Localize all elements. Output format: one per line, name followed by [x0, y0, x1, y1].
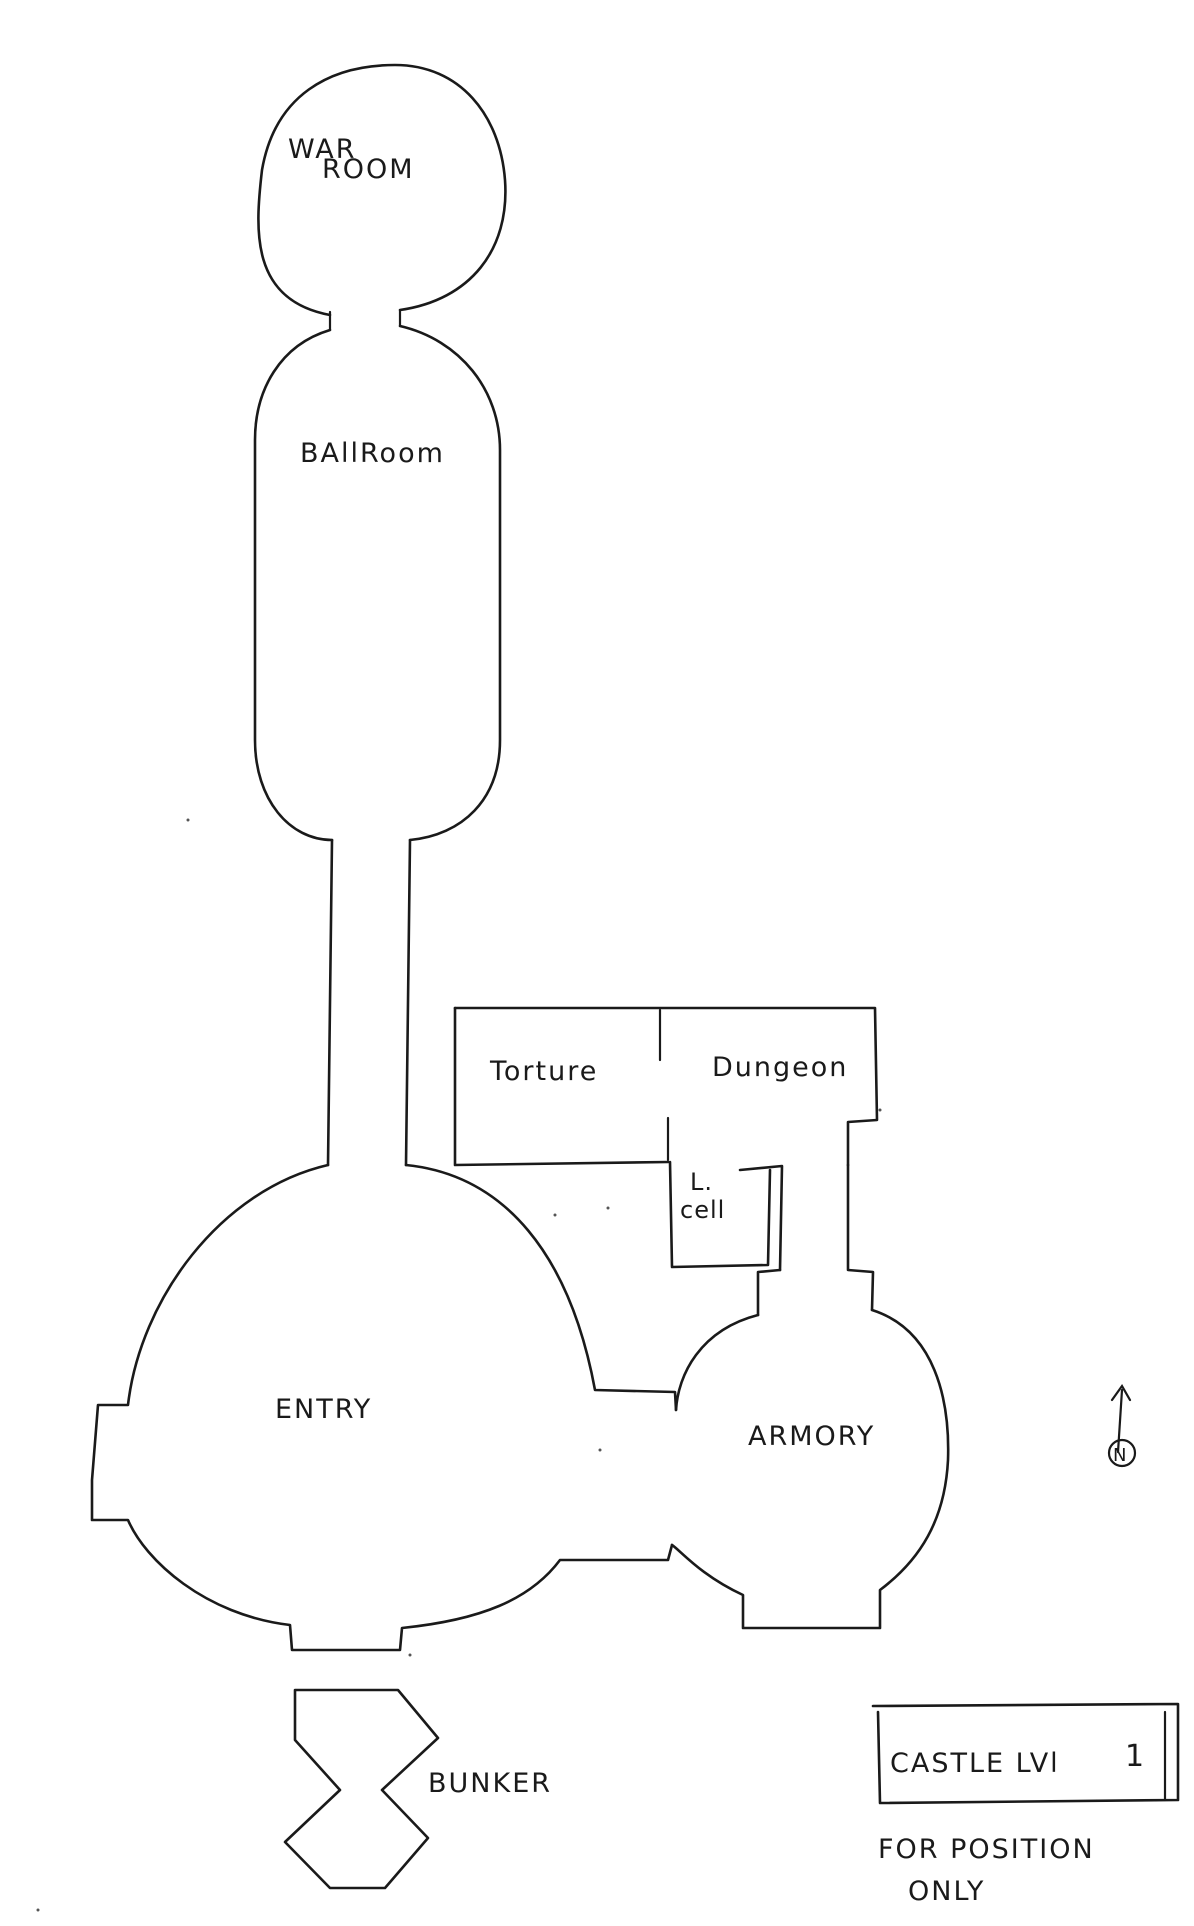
title-box-level: 1: [1125, 1739, 1147, 1774]
armory-room: ARMORY: [670, 1308, 950, 1630]
main-corridor: [326, 838, 412, 1167]
entry-room: ENTRY: [90, 1163, 678, 1652]
torture-dungeon-block: Torture Dungeon: [453, 1006, 879, 1167]
scan-specks: [36, 818, 882, 1912]
note-line1: FOR POSITION: [878, 1834, 1095, 1865]
bunker: BUNKER: [283, 1688, 552, 1890]
title-box: CASTLE LVl 1: [871, 1702, 1180, 1805]
compass-n-label: N: [1113, 1445, 1126, 1466]
dungeon-label: Dungeon: [712, 1052, 848, 1083]
armory-corridor: [756, 1163, 875, 1317]
cell-label-line1: L.: [690, 1168, 713, 1196]
cell-label-line2: cell: [680, 1196, 725, 1224]
ballroom: BAllRoom: [253, 324, 502, 842]
compass: N: [1107, 1383, 1137, 1468]
entry-label: ENTRY: [275, 1394, 372, 1425]
title-box-name: CASTLE LVl: [890, 1748, 1060, 1779]
note-line2: ONLY: [908, 1876, 985, 1907]
bunker-label: BUNKER: [428, 1768, 552, 1799]
ballroom-label: BAllRoom: [300, 438, 445, 469]
l-cell: L. cell: [668, 1160, 784, 1272]
torture-label: Torture: [489, 1056, 598, 1087]
position-note: FOR POSITION ONLY: [878, 1834, 1095, 1907]
war-ballroom-door: [328, 308, 402, 332]
war-room-label-line1: WAR: [288, 134, 356, 165]
war-room-label-line2: ROOM: [322, 154, 415, 185]
armory-label: ARMORY: [748, 1421, 875, 1452]
war-room: WAR ROOM: [257, 63, 507, 317]
